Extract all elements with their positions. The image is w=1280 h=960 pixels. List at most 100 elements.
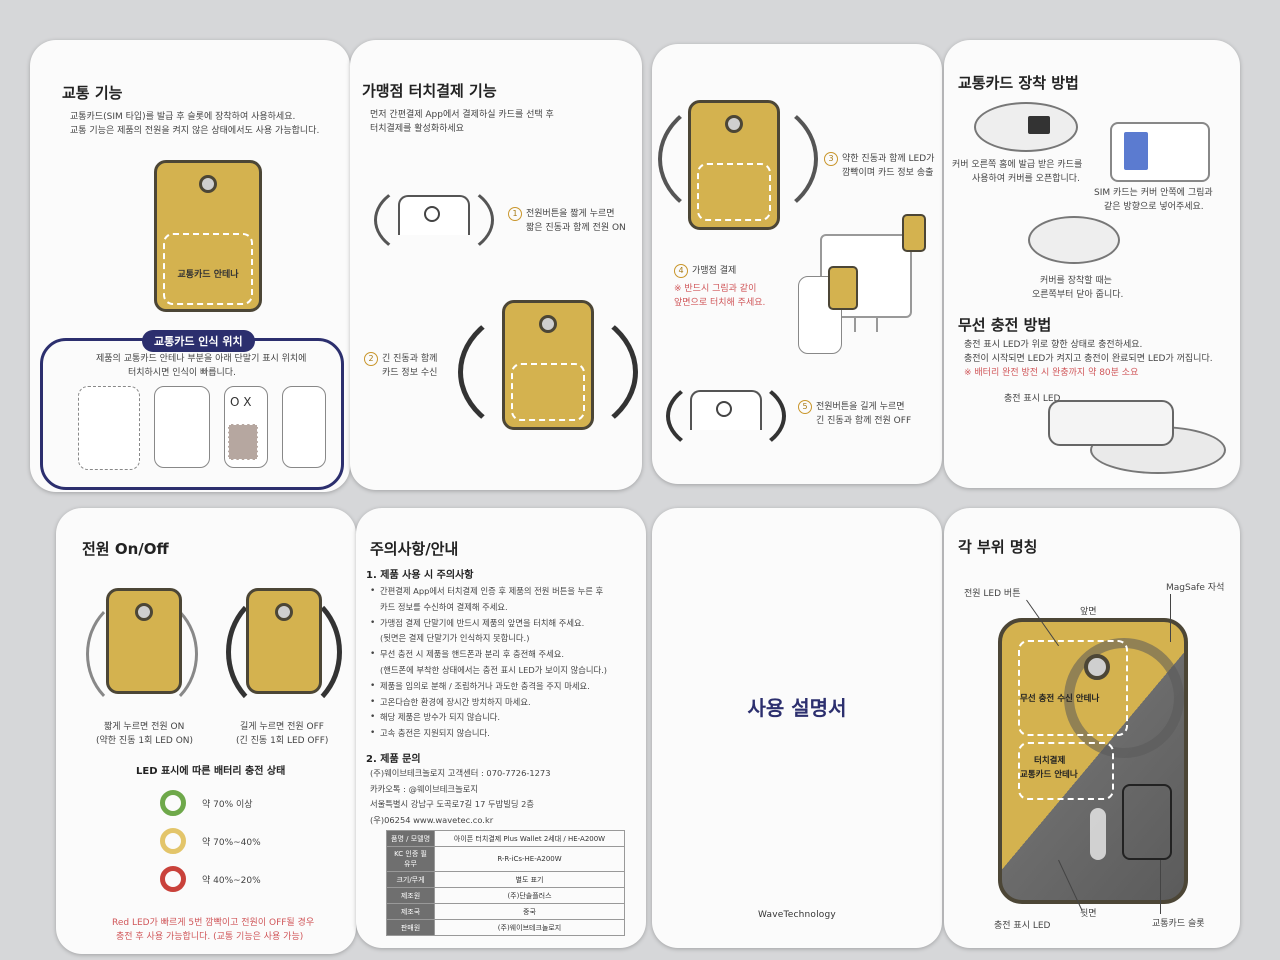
back-label: 뒷면 (1080, 909, 1097, 919)
recognition-pill: 교통카드 인식 위치 (142, 330, 255, 352)
panel-title: 교통카드 장착 방법 (958, 74, 1079, 92)
precaution-item: 무선 충전 시 제품을 핸드폰과 분리 후 충전해 주세요. (380, 649, 565, 660)
red-led-note: Red LED가 빠르게 5번 깜빡이고 전원이 OFF될 경우 (112, 918, 315, 928)
led-ring-icon (160, 828, 186, 854)
contact-line: (주)웨이브테크놀로지 고객센터 : 070-7726-1273 (370, 768, 551, 778)
spec-key: 품명 / 모델명 (386, 830, 435, 847)
spec-value: (주)웨이브테크놀로지 (434, 919, 625, 936)
touch-antenna-zone (1018, 742, 1114, 800)
contact-line: 서울특별시 강남구 도곡로7길 17 두밥빌딩 2층 (370, 799, 535, 809)
step-warning: ※ 반드시 그림과 같이 (674, 284, 757, 294)
finger-icon (424, 206, 440, 222)
caption: 오른쪽부터 닫아 줍니다. (1032, 290, 1124, 300)
step-text: 깜빡이며 카드 정보 송출 (842, 168, 934, 178)
spec-value: R-R-iCs-HE-A200W (434, 846, 625, 872)
panel-title: 주의사항/안내 (370, 540, 459, 558)
led-ring-icon (160, 866, 186, 892)
spec-key: 제조원 (386, 887, 435, 904)
caption: 커버 오른쪽 홈에 발급 받은 카드를 (952, 160, 1083, 170)
step-number: 3 (824, 152, 838, 166)
step-number: 2 (364, 352, 378, 366)
red-led-note: 충전 후 사용 가능합니다. (교통 기능은 사용 가능) (116, 932, 304, 942)
touch-label: 터치결제 (1034, 756, 1066, 766)
card-slot-icon (1122, 784, 1172, 860)
description-line: 먼저 간편결제 App에서 결제하실 카드를 선택 후 (370, 110, 554, 120)
sim-slot-icon (1028, 116, 1050, 134)
device-on-pad (1048, 400, 1174, 446)
bullet-icon: • (370, 680, 376, 691)
wireless-label: 무선 충전 수신 안테나 (1020, 694, 1100, 704)
terminal-icon (282, 386, 326, 468)
description-line: 교통카드(SIM 타입)를 발급 후 슬롯에 장착하여 사용하세요. (70, 112, 296, 122)
description-line: 터치결제를 활성화하세요 (370, 124, 464, 134)
caption: 사용하여 커버를 오픈합니다. (972, 174, 1080, 184)
spec-row: 제조원(주)단솔플러스 (386, 887, 625, 904)
panel-power: 전원 On/Off 짧게 누르면 전원 ON (약한 진동 1회 LED ON)… (56, 508, 356, 954)
bullet-icon: • (370, 712, 376, 723)
power-button-icon (135, 603, 153, 621)
manual-title: 사용 설명서 (747, 696, 847, 720)
panel-title: 교통 기능 (62, 84, 123, 102)
spec-value: 별도 표기 (434, 871, 625, 888)
led-status-label: 약 70% 이상 (202, 800, 253, 810)
panel-card-install: 교통카드 장착 방법 커버 오른쪽 홈에 발급 받은 카드를 사용하여 커버를 … (944, 40, 1240, 488)
section-title: 무선 충전 방법 (958, 316, 1052, 334)
step-text: 전원버튼을 짧게 누르면 (526, 209, 615, 219)
contact-line: (우)06254 www.wavetec.co.kr (370, 814, 494, 825)
precaution-item: (뒷면은 결제 단말기가 인식하지 못합니다.) (380, 633, 530, 644)
terminal-icon (78, 386, 140, 470)
bullet-icon: • (370, 696, 376, 707)
device-illustration (688, 100, 780, 230)
charging-led-label: 충전 표시 LED (994, 921, 1051, 931)
spec-value: 중국 (434, 903, 625, 920)
device-illustration: 교통카드 안테나 (154, 160, 262, 312)
device-on-illustration (106, 588, 182, 694)
power-on-text: 짧게 누르면 전원 ON (104, 722, 185, 732)
vibration-arc-icon (458, 302, 638, 442)
step-number: 1 (508, 207, 522, 221)
contact-line: 카카오톡 : @웨이브테크놀로지 (370, 783, 478, 794)
precaution-item: 해당 제품은 방수가 되지 않습니다. (380, 712, 501, 723)
step-text: 전원버튼을 길게 누르면 (816, 402, 905, 412)
led-status-label: 약 70%~40% (202, 838, 261, 848)
precaution-item: 제품을 임의로 분해 / 조립하거나 과도한 충격을 주지 마세요. (380, 680, 590, 691)
device-mini (828, 266, 858, 310)
device-mini (902, 214, 926, 252)
panel-transport-function: 교통 기능 교통카드(SIM 타입)를 발급 후 슬롯에 장착하여 사용하세요.… (30, 40, 350, 492)
brand-logo: WaveTechnology (758, 910, 836, 920)
cover-close-illustration (1028, 216, 1120, 264)
vibration-arc-icon (658, 94, 818, 224)
bullet-icon: • (370, 617, 376, 628)
box-text: 터치하시면 인식이 빠릅니다. (128, 368, 236, 378)
precaution-item: 가맹점 결제 단말기에 반드시 제품의 앞면을 터치해 주세요. (380, 617, 585, 628)
led-window-icon (1090, 808, 1106, 860)
terminal-icon (154, 386, 210, 468)
precaution-item: 카드 정보를 수신하여 결제해 주세요. (380, 601, 508, 612)
ox-mark: O X (230, 395, 252, 409)
section-heading: 2. 제품 문의 (366, 754, 421, 765)
precaution-item: 간편결제 App에서 터치결제 인증 후 제품의 전원 버튼을 누른 후 (380, 586, 604, 596)
bullet-icon: • (370, 649, 376, 660)
spec-value: 아이픈 터치결제 Plus Wallet 2세대 / HE-A200W (434, 830, 625, 847)
led-label: 충전 표시 LED (1004, 394, 1061, 404)
spec-key: 제조국 (386, 903, 435, 920)
panel-part-names: 각 부위 명칭 무선 충전 수신 안테나 터치결제 교통카드 안테나 전원 LE… (944, 508, 1240, 948)
power-led-label: 전원 LED 버튼 (964, 589, 1021, 599)
power-button-icon (539, 315, 557, 333)
spec-key: KC 인증 필 유무 (386, 846, 435, 872)
panel-title: 가맹점 터치결제 기능 (362, 82, 497, 100)
power-led-button-icon (1084, 654, 1110, 680)
power-button-icon (275, 603, 293, 621)
card-slot-label: 교통카드 슬롯 (1152, 919, 1205, 929)
wireless-warning: ※ 배터리 완전 방전 시 완충까지 약 80분 소요 (964, 368, 1139, 378)
panel-title: 전원 On/Off (82, 540, 169, 558)
led-status-label: 약 40%~20% (202, 876, 261, 886)
antenna-zone (163, 233, 253, 305)
step-warning: 앞면으로 터치해 주세요. (674, 298, 766, 308)
spec-row: 판매원(주)웨이브테크놀로지 (386, 919, 625, 936)
front-label: 앞면 (1080, 607, 1097, 617)
magsafe-label: MagSafe 자석 (1166, 583, 1225, 593)
